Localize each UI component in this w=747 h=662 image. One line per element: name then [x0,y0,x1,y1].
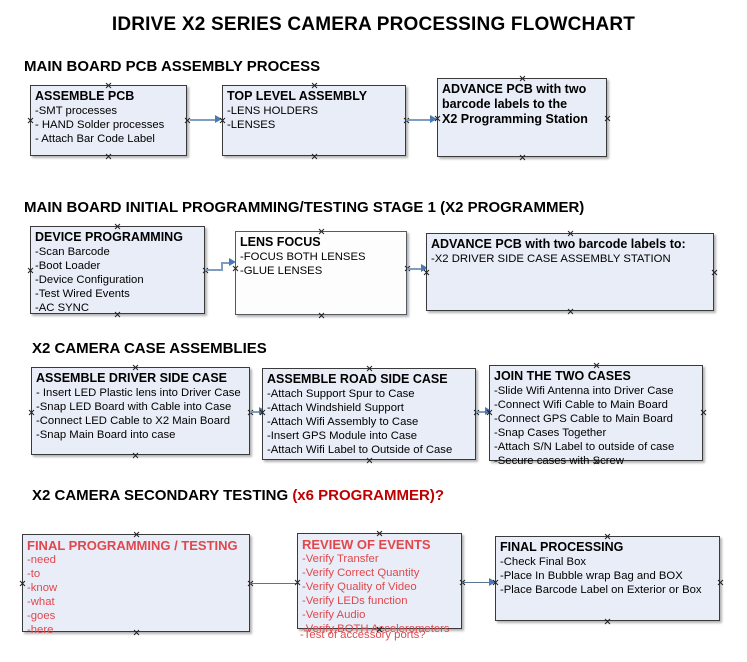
section-heading-text: MAIN BOARD INITIAL PROGRAMMING/TESTING S… [24,199,585,216]
box-line: -Verify Audio [302,609,366,621]
box-lens-focus[interactable]: LENS FOCUS -FOCUS BOTH LENSES -GLUE LENS… [235,231,407,315]
box-final-processing[interactable]: FINAL PROCESSING -Check Final Box -Place… [495,536,720,621]
box-line: -need [27,554,56,566]
arrowhead-icon [489,578,496,586]
box-line: -Verify Correct Quantity [302,567,420,579]
box-review-of-events[interactable]: REVIEW OF EVENTS -Verify Transfer -Verif… [297,533,462,635]
box-line: - Insert LED Plastic lens into Driver Ca… [36,387,241,399]
box-title-line3: X2 Programming Station [442,112,588,126]
box-line: -Place Barcode Label on Exterior or Box [500,584,702,596]
box-overflow-line: -Test of accessory ports? [300,629,426,641]
connector-review-to-final-processing [462,582,495,583]
section-heading-main-board-pcb-assembly: MAIN BOARD PCB ASSEMBLY PROCESS [24,58,320,75]
box-title: TOP LEVEL ASSEMBLY [227,89,368,103]
section-heading-x2-camera-secondary-testing: X2 CAMERA SECONDARY TESTING (x6 PROGRAMM… [32,487,444,504]
arrowhead-icon [485,407,492,415]
section-heading-accent: (x6 PROGRAMMER)? [292,487,444,504]
connector-device-programming-to-lens-focus [205,269,223,271]
box-line: -to [27,568,41,580]
box-line: -GLUE LENSES [240,265,323,277]
box-title: ADVANCE PCB with two barcode labels to: [431,237,686,251]
box-line: -here [27,624,54,636]
box-line: -LENSES [227,119,276,131]
box-line: -know [27,582,58,594]
section-heading-main-board-initial-programming: MAIN BOARD INITIAL PROGRAMMING/TESTING S… [24,199,584,216]
box-line: -Insert GPS Module into Case [267,430,418,442]
box-line: -Place In Bubble wrap Bag and BOX [500,570,683,582]
connector-lens-focus-to-advance-pcb [407,268,425,270]
box-line: -FOCUS BOTH LENSES [240,251,366,263]
arrowhead-icon [421,264,428,272]
box-line: - HAND Solder processes [35,119,165,131]
connector-road-case-to-join-cases [476,411,490,413]
box-join-the-two-cases[interactable]: JOIN THE TWO CASES -Slide Wifi Antenna i… [489,365,703,467]
box-line: -LENS HOLDERS [227,105,319,117]
box-title: LENS FOCUS [240,235,321,249]
connector-assemble-pcb-to-top-level [190,119,219,121]
box-line: -Attach S/N Label to outside of case [494,441,675,453]
box-line: -Scan Barcode [35,246,110,258]
box-advance-pcb-x2-programming-station[interactable]: ADVANCE PCB with two barcode labels to t… [437,78,607,157]
box-title: REVIEW OF EVENTS [302,537,431,552]
box-advance-pcb-driver-side-case[interactable]: ADVANCE PCB with two barcode labels to: … [426,233,714,311]
box-title: ASSEMBLE PCB [35,89,135,103]
box-line: -Attach Wifi Assembly to Case [267,416,419,428]
arrowhead-icon [229,258,236,266]
box-line: -Device Configuration [35,274,144,286]
box-line: -what [27,596,55,608]
box-title: FINAL PROGRAMMING / TESTING [27,538,238,553]
box-title: DEVICE PROGRAMMING [35,230,183,244]
connector-segment [221,262,233,264]
connector-elbow [221,262,223,271]
box-title: ASSEMBLE DRIVER SIDE CASE [36,371,228,385]
box-title: ADVANCE PCB with two [442,82,587,96]
box-line: -Verify Quality of Video [302,581,417,593]
box-line: -Verify LEDs function [302,595,408,607]
box-line: -Boot Loader [35,260,101,272]
box-line: -Secure cases with Screw [494,455,624,467]
box-line: -goes [27,610,56,622]
box-title: JOIN THE TWO CASES [494,369,631,383]
box-line: -Connect LED Cable to X2 Main Board [36,415,231,427]
box-line: -Connect Wifi Cable to Main Board [494,399,668,411]
box-line: -Verify BOTH Accelerometers [302,623,450,635]
box-line: -Attach Windshield Support [267,402,404,414]
box-line: -AC SYNC [35,302,89,314]
box-line: -Snap Cases Together [494,427,607,439]
box-line: -Check Final Box [500,556,587,568]
section-heading-x2-camera-case-assemblies: X2 CAMERA CASE ASSEMBLIES [32,340,267,357]
box-title: ASSEMBLE ROAD SIDE CASE [267,372,448,386]
box-assemble-pcb[interactable]: ASSEMBLE PCB -SMT processes - HAND Solde… [30,85,187,156]
section-heading-text: X2 CAMERA SECONDARY TESTING [32,487,293,504]
section-heading-text: MAIN BOARD PCB ASSEMBLY PROCESS [24,58,321,75]
arrowhead-icon [430,115,437,123]
box-line: -Slide Wifi Antenna into Driver Case [494,385,674,397]
section-heading-text: X2 CAMERA CASE ASSEMBLIES [32,340,267,357]
box-line: -Attach Wifi Label to Outside of Case [267,444,453,456]
box-device-programming[interactable]: DEVICE PROGRAMMING -Scan Barcode -Boot L… [30,226,205,314]
arrowhead-icon [215,115,222,123]
box-line: -Verify Transfer [302,553,379,565]
box-line: - Attach Bar Code Label [35,133,155,145]
box-line: -Attach Support Spur to Case [267,388,415,400]
box-line: -Connect GPS Cable to Main Board [494,413,673,425]
connector-top-level-to-advance-pcb [406,119,434,121]
box-top-level-assembly[interactable]: TOP LEVEL ASSEMBLY -LENS HOLDERS -LENSES [222,85,406,156]
box-title: FINAL PROCESSING [500,540,624,554]
box-line: -SMT processes [35,105,118,117]
box-title-line2: barcode labels to the [442,97,568,111]
box-line: -Snap Main Board into case [36,429,176,441]
box-assemble-driver-side-case[interactable]: ASSEMBLE DRIVER SIDE CASE - Insert LED P… [31,367,250,455]
box-assemble-road-side-case[interactable]: ASSEMBLE ROAD SIDE CASE -Attach Support … [262,368,476,460]
box-line: -Test Wired Events [35,288,130,300]
page-title: IDRIVE X2 SERIES CAMERA PROCESSING FLOWC… [111,14,636,35]
box-line: -Snap LED Board with Cable into Case [36,401,232,413]
box-line: -X2 DRIVER SIDE CASE ASSEMBLY STATION [431,253,671,265]
connector-driver-case-to-road-case [250,411,264,413]
connector-final-programming-to-review [250,583,298,584]
box-final-programming-testing[interactable]: FINAL PROGRAMMING / TESTING -need -to -k… [22,534,250,636]
